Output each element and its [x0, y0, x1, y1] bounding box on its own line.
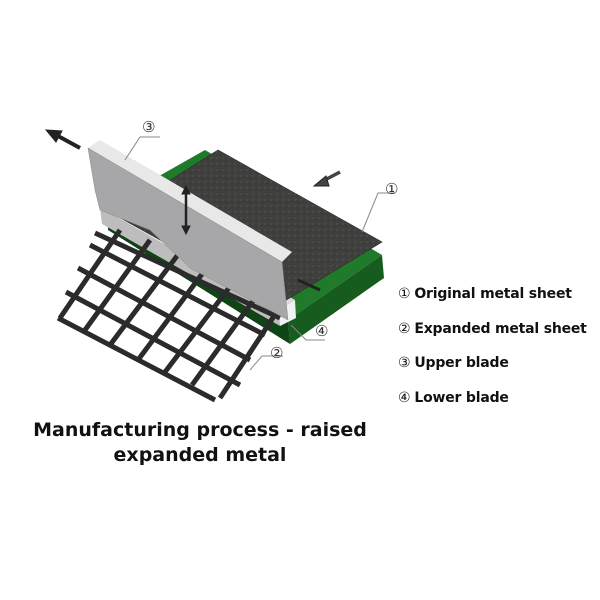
legend-label: Original metal sheet	[414, 286, 572, 302]
expanded-metal-mesh	[56, 228, 282, 403]
diagram-caption: Manufacturing process - raised expanded …	[20, 418, 380, 468]
caption-line-1: Manufacturing process - raised	[33, 419, 367, 441]
upper-blade	[87, 140, 292, 321]
legend-label: Lower blade	[414, 389, 509, 406]
callout-lower-blade: ④	[315, 322, 329, 340]
legend-number: ①	[398, 286, 411, 302]
arrow-feed-icon	[312, 175, 330, 187]
caption-line-2: expanded metal	[113, 444, 287, 466]
motion-arrows	[44, 129, 341, 292]
callout-leaders	[124, 136, 395, 371]
arrow-down-icon	[181, 225, 191, 236]
legend-number: ②	[398, 320, 411, 337]
callout-upper-blade: ③	[142, 118, 156, 136]
legend-number: ③	[398, 355, 411, 371]
legend-label: Expanded metal sheet	[414, 320, 587, 337]
legend-label: Upper blade	[414, 355, 509, 371]
callout-expanded-sheet: ②	[270, 344, 284, 362]
legend-number: ④	[398, 389, 411, 406]
callout-original-sheet: ①	[385, 180, 399, 198]
arrow-up-icon	[181, 184, 191, 195]
arrow-left-icon	[44, 129, 63, 143]
